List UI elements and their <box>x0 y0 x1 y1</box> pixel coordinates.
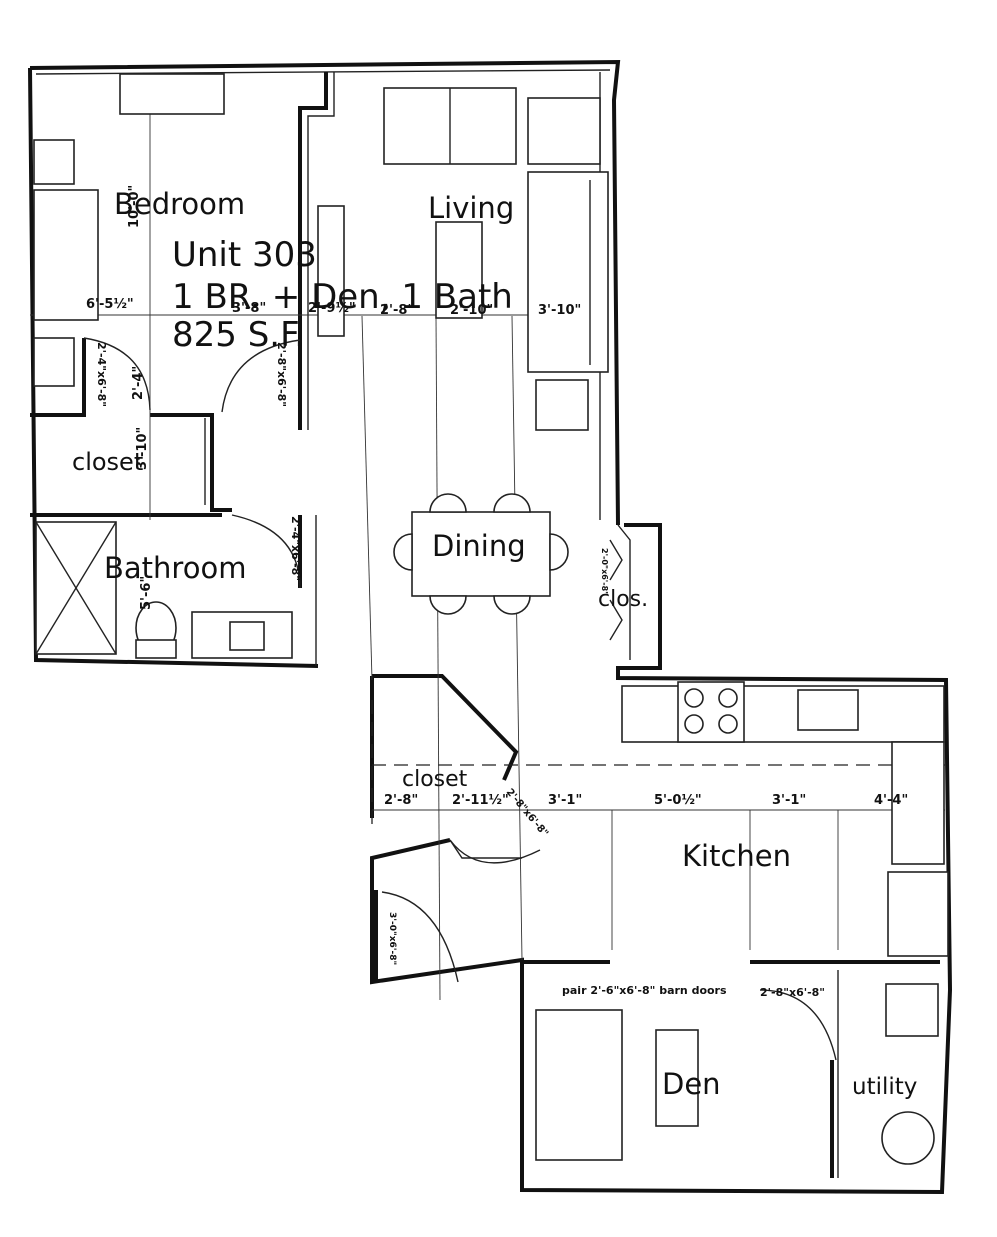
coffee-table <box>435 221 483 319</box>
room-closet-bedroom: closet <box>72 448 143 476</box>
unit-subtitle: 1 BR. + Den, 1 Bath <box>172 277 513 317</box>
dim-bed-width: 6'-5½" <box>86 297 134 312</box>
room-labels: Bedroom Living closet Bathroom Dining cl… <box>72 187 917 1101</box>
room-clos: clos. <box>598 587 648 612</box>
water-heater <box>881 1111 935 1165</box>
dim-bed-a: 3'-8" <box>232 301 266 316</box>
dim-kit-b: 5'-0½" <box>654 793 702 808</box>
room-living: Living <box>428 191 514 225</box>
den-table <box>655 1029 699 1127</box>
fridge <box>887 871 949 957</box>
dim-kit-c: 3'-1" <box>772 793 806 808</box>
room-den: Den <box>662 1067 721 1101</box>
nightstand-top <box>33 139 75 185</box>
door-bedroom: 2'-8"x6'-8" <box>275 342 288 407</box>
interior-walls <box>30 72 940 1178</box>
room-dining: Dining <box>432 529 526 563</box>
dim-living-b: 2'-10" <box>450 303 493 318</box>
side-table <box>535 379 589 431</box>
dining-table <box>411 511 551 597</box>
dim-living-a: 2'-8" <box>380 303 414 318</box>
room-utility: utility <box>852 1074 917 1100</box>
dim-bed-vertical: 10'-0" <box>127 185 142 228</box>
dim-closet-door: 2'-4" <box>131 366 146 400</box>
counter <box>621 685 945 743</box>
room-bedroom: Bedroom <box>114 187 245 221</box>
door-entry: 3'-0"x6'-8" <box>387 912 397 965</box>
unit-area: 825 S.F. <box>172 315 305 355</box>
door-hall-closet: 2'-8"x6'-8" <box>504 787 550 839</box>
bed <box>33 189 99 321</box>
door-swings <box>83 337 837 1061</box>
dim-bath-v: 5'-6" <box>139 576 154 610</box>
counter-side <box>891 741 945 865</box>
nightstand-bottom <box>33 337 75 387</box>
unit-title: Unit 303 <box>172 235 317 275</box>
door-clos: 2'-0"x6'-8" <box>600 548 609 595</box>
dim-hall-b: 2'-11½" <box>452 793 509 808</box>
sink <box>797 689 859 731</box>
door-bathroom: 2'-4"x6'-8" <box>289 516 302 581</box>
door-closet: 2'-4"x6'-8" <box>95 342 108 407</box>
sofa-side <box>527 171 609 373</box>
dimension-lines <box>30 80 945 1001</box>
dim-kit-a: 3'-1" <box>548 793 582 808</box>
dim-living-c: 3'-10" <box>538 303 581 318</box>
room-bathroom: Bathroom <box>104 551 246 585</box>
door-barn: pair 2'-6"x6'-8" barn doors <box>562 984 727 997</box>
door-utility: 2'-8"x6'-8" <box>760 986 825 999</box>
dim-bed-b: 2'-9½" <box>308 301 356 316</box>
dimension-labels: 6'-5½" 3'-8" 2'-9½" 2'-8" 2'-10" 3'-10" … <box>86 185 908 808</box>
dim-kit-d: 4'-4" <box>874 793 908 808</box>
room-kitchen: Kitchen <box>682 839 791 873</box>
dim-hall-a: 2'-8" <box>384 793 418 808</box>
dresser <box>119 73 225 115</box>
plan-title: Unit 303 1 BR. + Den, 1 Bath 825 S.F. <box>172 235 513 355</box>
tv-console <box>317 205 345 337</box>
room-closet-hall: closet <box>402 767 468 792</box>
dim-closet-h: 3'-10" <box>135 427 150 470</box>
washer <box>885 983 939 1037</box>
furniture <box>33 73 949 1165</box>
den-sofa <box>535 1009 623 1161</box>
end-table <box>527 97 601 165</box>
